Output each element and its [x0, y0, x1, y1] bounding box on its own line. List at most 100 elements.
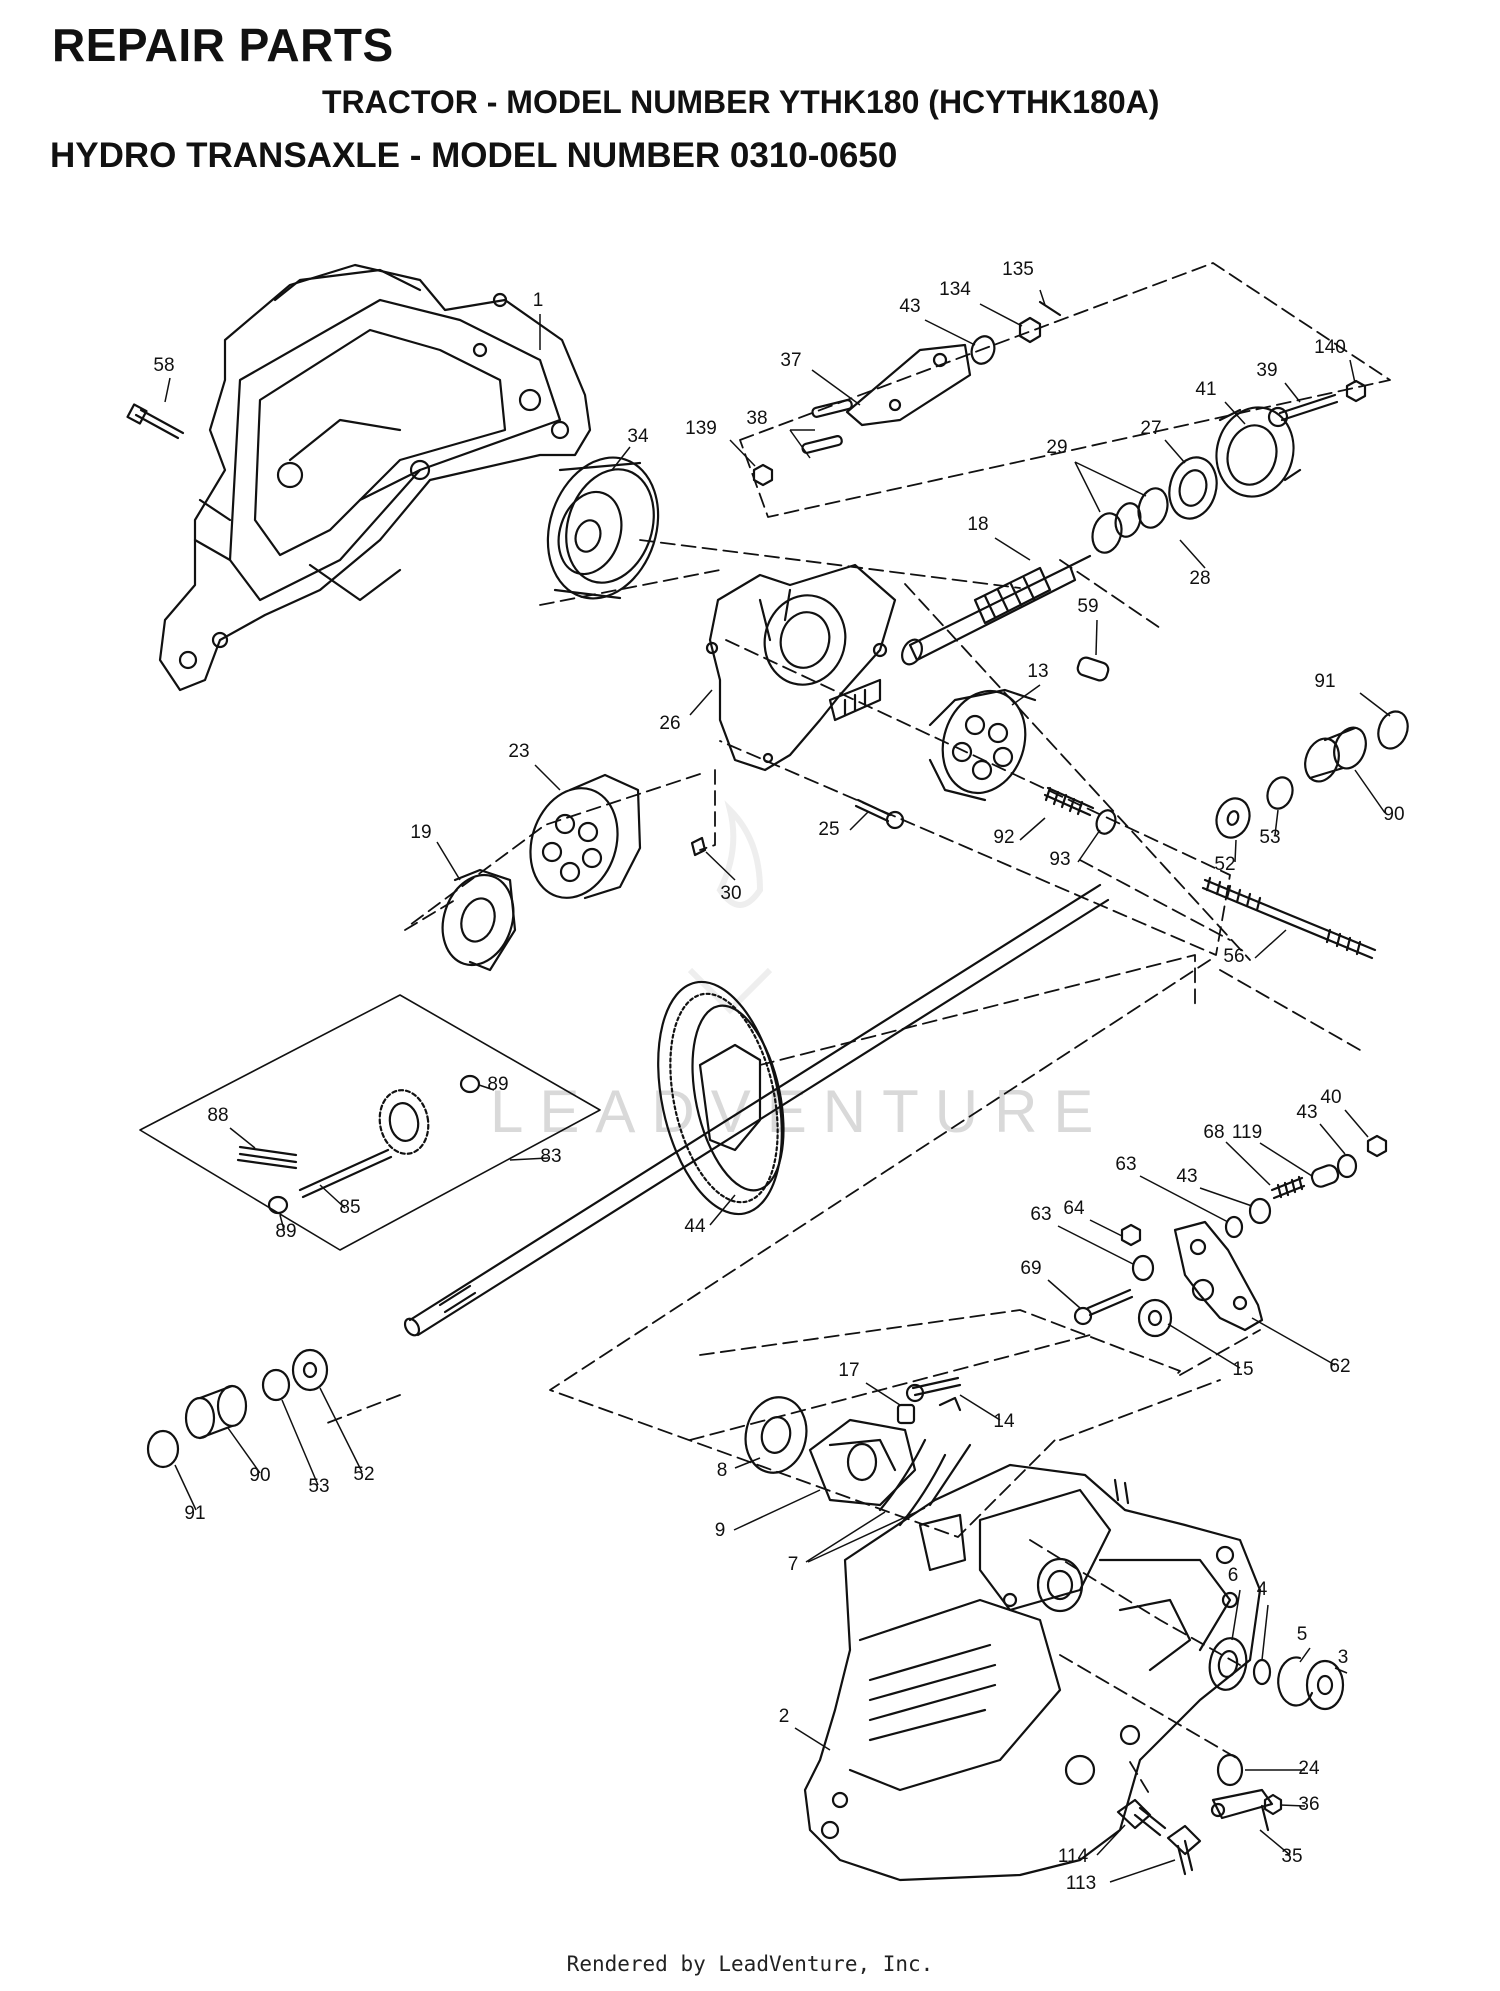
part-callout-89: 89: [275, 1221, 296, 1242]
part-callout-35: 35: [1281, 1846, 1302, 1867]
shaft-part-14: [905, 1376, 962, 1412]
spring-part-92: [1043, 786, 1095, 817]
thrust-bearing-part-19: [441, 868, 517, 972]
ring-part-28: [1114, 502, 1142, 538]
ring-part-53-right: [1266, 776, 1294, 810]
part-callout-85: 85: [339, 1197, 360, 1218]
washer-part-43: [970, 335, 996, 365]
axle-shaft: [403, 883, 1110, 1337]
part-callout-53: 53: [1259, 827, 1280, 848]
part-callout-69: 69: [1020, 1258, 1041, 1279]
part-callout-139: 139: [685, 418, 717, 439]
part-callout-39: 39: [1256, 360, 1277, 381]
part-callout-6: 6: [1228, 1565, 1239, 1586]
pinion-gear: [378, 1089, 430, 1155]
transaxle-model-heading: HYDRO TRANSAXLE - MODEL NUMBER 0310-0650: [50, 136, 898, 175]
part-callout-93: 93: [1049, 849, 1070, 870]
fitting-part-114: [1116, 1798, 1167, 1837]
part-callout-41: 41: [1195, 379, 1216, 400]
control-arm-part-62: [1173, 1220, 1264, 1332]
part-callout-88: 88: [207, 1105, 228, 1126]
bushing-part-90-left: [184, 1384, 248, 1440]
lever-part-35: [1210, 1788, 1274, 1832]
input-shaft-part-18: [901, 554, 1092, 666]
washer-part-43-lower: [1248, 1197, 1272, 1225]
part-callout-30: 30: [720, 883, 741, 904]
nut-part-36: [1263, 1793, 1283, 1816]
part-callout-63: 63: [1115, 1154, 1136, 1175]
part-callout-37: 37: [780, 350, 801, 371]
part-callout-90: 90: [1383, 804, 1404, 825]
nut-part-134: [1018, 316, 1042, 344]
washer-part-43-upper: [1336, 1153, 1358, 1179]
washer-part-52-left: [291, 1348, 329, 1392]
bolt-part-58: [126, 403, 185, 440]
washer-part-52-left-hole: [302, 1361, 318, 1379]
bracket-part-37: [845, 343, 972, 427]
seal-part-91-right: [1377, 710, 1409, 750]
slides-part-7: [878, 1438, 972, 1527]
motor-shaft-part-56: [1201, 876, 1377, 960]
part-callout-83: 83: [540, 1146, 561, 1167]
bushing-part-119: [1310, 1164, 1340, 1188]
ring-gear-part-44: [657, 980, 785, 1216]
pins-part-38: [801, 399, 853, 454]
part-callout-52: 52: [353, 1464, 374, 1485]
part-callout-1: 1: [533, 290, 544, 311]
lower-housing-part-2: [803, 1463, 1262, 1882]
part-callout-29: 29: [1046, 437, 1067, 458]
kit-box-outline: [139, 994, 601, 1251]
part-callout-43: 43: [1176, 1166, 1197, 1187]
cam-plate-part-41: [1215, 406, 1302, 498]
part-callout-5: 5: [1297, 1624, 1308, 1645]
bearing-part-8: [744, 1396, 808, 1474]
seal-part-15: [1137, 1298, 1173, 1338]
washer-part-52-right-hole: [1226, 810, 1240, 826]
washer-part-89-bottom: [267, 1195, 289, 1215]
part-callout-92: 92: [993, 827, 1014, 848]
part-callout-114: 114: [1058, 1846, 1089, 1867]
part-callout-52: 52: [1214, 854, 1235, 875]
part-callout-43: 43: [1296, 1102, 1317, 1123]
part-callout-113: 113: [1066, 1873, 1096, 1894]
part-callout-13: 13: [1027, 661, 1048, 682]
part-callout-53: 53: [308, 1476, 329, 1497]
bearing-part-27: [1168, 456, 1218, 520]
pins-part-88: [236, 1145, 298, 1170]
washer-part-89-top: [459, 1074, 481, 1094]
part-callout-19: 19: [410, 822, 431, 843]
part-callout-36: 36: [1298, 1794, 1319, 1815]
part-callout-15: 15: [1232, 1359, 1253, 1380]
dowel-pin-part-59: [1076, 656, 1110, 682]
part-callout-14: 14: [993, 1411, 1015, 1432]
washer-part-52-right: [1215, 797, 1251, 839]
page-title: REPAIR PARTS: [52, 19, 394, 71]
part-callout-68: 68: [1203, 1122, 1224, 1143]
part-callout-134: 134: [939, 279, 971, 300]
part-callout-4: 4: [1257, 1579, 1268, 1600]
part-callout-63: 63: [1030, 1204, 1051, 1225]
bushing-part-90-right: [1304, 726, 1367, 783]
seal-part-34: [546, 456, 660, 600]
fitting-part-113: [1166, 1824, 1202, 1876]
nut-part-64: [1120, 1223, 1142, 1247]
swashplate-part-9: [808, 1418, 917, 1507]
nut-part-140: [1345, 379, 1367, 403]
screw-part-69: [1073, 1288, 1134, 1326]
footer-credit: Rendered by LeadVenture, Inc.: [566, 1952, 934, 1976]
part-callout-34: 34: [627, 426, 649, 447]
part-callout-40: 40: [1320, 1087, 1341, 1108]
part-callout-91: 91: [184, 1503, 205, 1524]
watermark-text: LEADVENTURE: [490, 1078, 1109, 1145]
part-callout-7: 7: [788, 1554, 799, 1575]
seal-part-3: [1305, 1659, 1345, 1711]
nut-part-139: [752, 463, 774, 487]
seal-part-91-left: [146, 1429, 180, 1469]
part-callout-56: 56: [1223, 946, 1244, 967]
tractor-model-heading: TRACTOR - MODEL NUMBER YTHK180 (HCYTHK18…: [322, 84, 1160, 120]
check-valve-part-25: [854, 798, 905, 830]
part-callout-38: 38: [746, 408, 767, 429]
pin-part-135: [1038, 300, 1062, 317]
snap-ring-part-5: [1277, 1656, 1314, 1707]
